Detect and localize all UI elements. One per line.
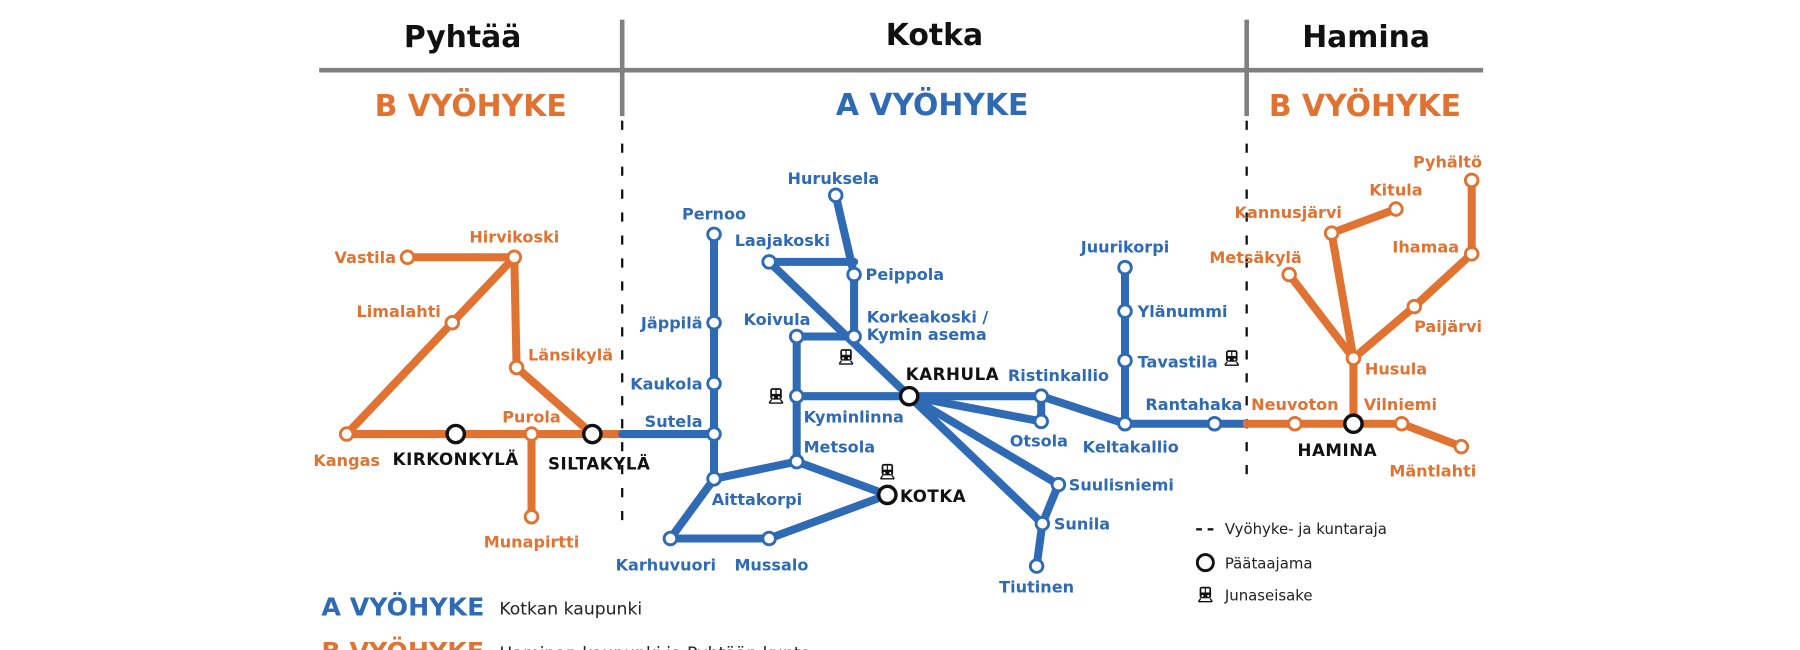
circle-icon [1195,553,1215,573]
station-label: Vilniemi [1364,395,1437,414]
station-label: Neuvoton [1251,395,1338,414]
stations [338,172,1480,574]
labels-kotka: Pernoo Jäppilä Kaukola Sutela Aittakorpi… [616,169,1243,597]
train-icon [1197,586,1213,603]
station-label: Sutela [645,412,703,431]
footer-desc-b: Haminan kaupunki ja Pyhtään kunta [499,644,811,650]
legend-label: Vyöhyke- ja kuntaraja [1225,520,1387,538]
station-label: Kaukola [630,374,702,393]
station-label: Husula [1365,359,1427,378]
station-label: Mussalo [734,556,808,575]
station-label: Korkeakoski / [867,308,989,327]
station-label: Kitula [1369,180,1422,199]
legend-label: Päätaajama [1225,554,1313,572]
station-label-major: SILTAKYLÄ [548,455,650,474]
station-label: Hirvikoski [469,227,559,246]
station-label: Ristinkallio [1008,366,1109,385]
station-label: Pernoo [682,204,746,223]
station-label: Koivula [743,310,810,329]
municipality-kotka: Kotka [886,18,983,53]
station-label: Suulisniemi [1069,475,1174,494]
legend-label: Junaseisake [1224,587,1313,605]
station-label: Karhuvuori [616,556,716,575]
station-label: Otsola [1010,432,1068,451]
station-label: Laajakoski [735,231,830,250]
station-label: Vastila [335,248,396,267]
zone-label-b: B VYÖHYKE [1269,87,1461,124]
station-label: Juurikorpi [1080,238,1170,257]
station-label: Huruksela [788,169,880,188]
station-label: Kymin asema [867,325,987,344]
station-label: Keltakallio [1083,437,1179,456]
labels-hamina: Neuvoton HAMINA Vilniemi Mäntlahti Husul… [1209,153,1482,481]
footer-desc-a: Kotkan kaupunki [499,599,642,619]
station-label: Tiutinen [999,577,1074,596]
station-label: Kannusjärvi [1235,203,1342,222]
station-label: Mäntlahti [1389,462,1476,481]
station-label: Aittakorpi [712,490,802,509]
station-label: Ihamaa [1392,238,1459,257]
lines-pyhtaa [342,253,627,521]
footer-zone-b: B VYÖHYKE [321,636,484,650]
station-label: Metsäkylä [1209,248,1301,267]
train-icon [879,463,895,480]
header: Pyhtää Kotka Hamina B VYÖHYKE A VYÖHYKE … [319,18,1484,124]
station-label: Sunila [1054,514,1110,533]
station-label: Länsikylä [528,346,613,365]
station-label: Rantahaka [1145,395,1242,414]
station-label-major: KIRKONKYLÄ [393,450,519,469]
zone-label-a: A VYÖHYKE [836,86,1029,123]
municipality-pyhtaa: Pyhtää [404,20,522,55]
station-label: Jäppilä [640,313,703,332]
station-label: Tavastila [1138,352,1218,371]
zone-label-b: B VYÖHYKE [375,87,567,124]
station-label-major: KARHULA [906,365,999,384]
station-label: Ylänummi [1137,302,1228,321]
station-label: Kangas [313,451,380,470]
train-icon [768,387,784,404]
legend: Vyöhyke- ja kuntaraja Päätaajama Junasei… [1195,520,1387,605]
station-label: Munapirtti [484,533,579,552]
station-label: Metsola [804,437,876,456]
footer: A VYÖHYKE Kotkan kaupunki B VYÖHYKE Hami… [321,591,811,650]
station-label: Kyminlinna [804,408,904,427]
train-icon [838,348,854,365]
municipality-hamina: Hamina [1302,20,1430,55]
train-icon [1224,349,1240,366]
labels-pyhtaa: Vastila Hirvikoski Limalahti Länsikylä K… [313,227,650,551]
station-label: Limalahti [357,302,441,321]
station-label: Pyhältö [1413,153,1482,172]
station-label-major: KOTKA [900,487,966,506]
station-label: Peippola [866,265,945,284]
station-label: Paijärvi [1414,317,1482,336]
footer-zone-a: A VYÖHYKE [321,591,484,621]
station-label: Purola [502,408,561,427]
station-label-major: HAMINA [1298,441,1378,460]
